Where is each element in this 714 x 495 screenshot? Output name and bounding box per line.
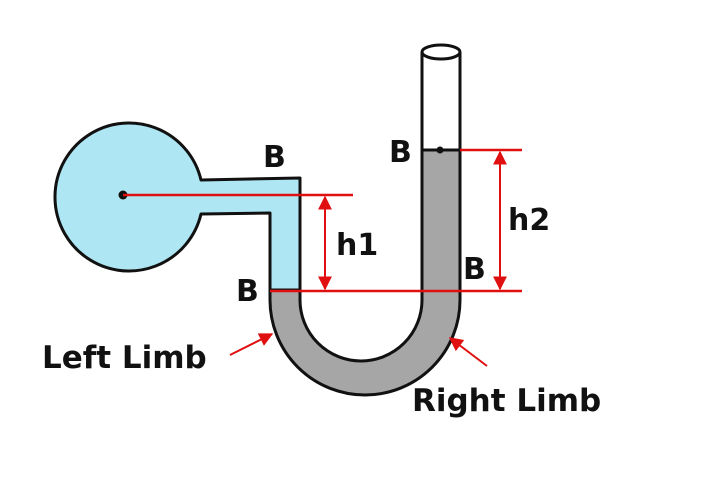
label-right-limb: Right Limb — [412, 383, 601, 419]
label-h2: h2 — [508, 203, 550, 238]
label-b-left-bottom: B — [236, 274, 259, 309]
right-limb-opening — [420, 43, 462, 61]
right-level-dot — [436, 146, 444, 154]
right-limb-tube-fill — [423, 52, 459, 150]
left-limb-pointer — [229, 333, 274, 356]
label-b-right-bottom: B — [463, 252, 486, 287]
right-limb-pointer — [448, 337, 488, 367]
label-b-left-top: B — [263, 140, 286, 175]
gas-bulb-and-tube — [53, 121, 302, 292]
label-h1: h1 — [336, 228, 378, 263]
label-b-right-top: B — [389, 135, 412, 170]
label-left-limb: Left Limb — [42, 340, 207, 376]
u-tube-liquid — [268, 148, 462, 397]
